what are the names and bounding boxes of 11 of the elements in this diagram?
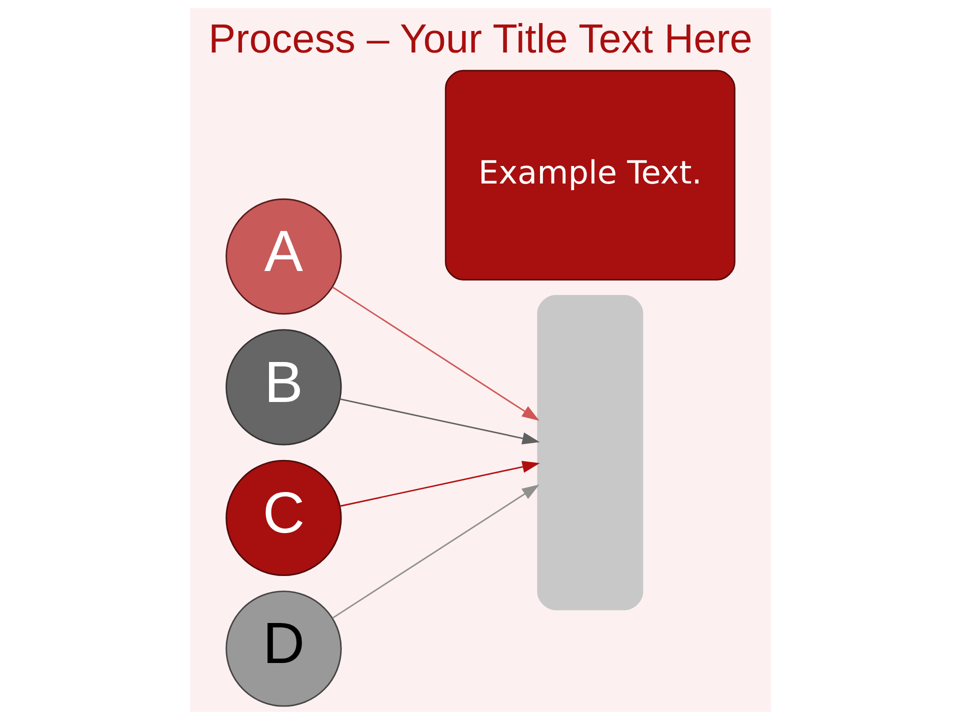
node-circle: C <box>225 460 342 576</box>
diagram-title: Process – Your Title Text Here <box>208 15 752 62</box>
arrow <box>339 398 540 444</box>
node-circle: B <box>225 329 342 446</box>
node-person <box>536 295 643 610</box>
arrow <box>339 460 540 507</box>
node-circle: A <box>225 198 342 315</box>
node-box: Example Text. <box>444 70 735 280</box>
arrow <box>332 484 539 619</box>
node-circle: D <box>225 590 342 707</box>
arrow <box>332 286 539 421</box>
